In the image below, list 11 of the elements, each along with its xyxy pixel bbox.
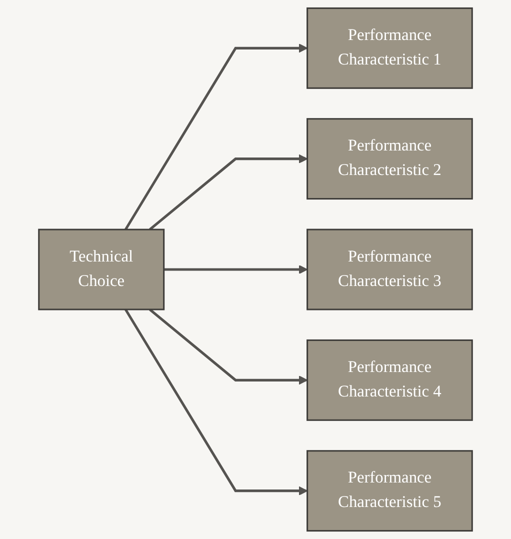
node-box: Performance Characteristic 1 xyxy=(306,7,473,89)
node-box: Performance Characteristic 5 xyxy=(306,450,473,532)
node-box: Technical Choice xyxy=(38,228,165,310)
arrow xyxy=(124,44,308,230)
arrow xyxy=(149,308,308,385)
node-box: Performance Characteristic 3 xyxy=(306,228,473,310)
arrow xyxy=(164,265,308,274)
arrow xyxy=(124,308,308,496)
arrow xyxy=(149,154,308,231)
node-box: Performance Characteristic 4 xyxy=(306,339,473,421)
node-box: Performance Characteristic 2 xyxy=(306,118,473,200)
